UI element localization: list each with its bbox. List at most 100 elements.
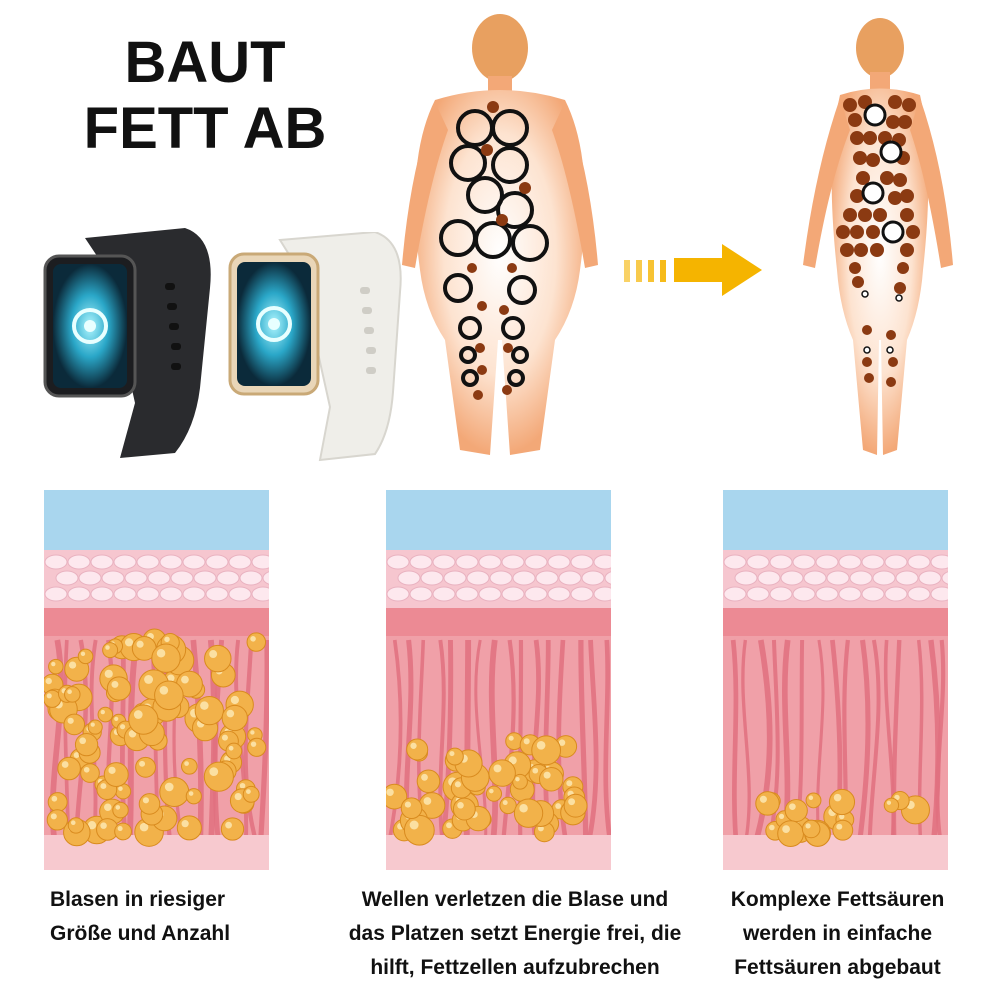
fat-cell xyxy=(400,797,423,819)
fat-cell xyxy=(832,819,854,841)
skin-cell xyxy=(769,586,793,602)
fat-cell xyxy=(97,706,114,723)
skin-cell xyxy=(501,586,525,602)
tissue-fiber xyxy=(750,639,773,851)
fat-cell-highlight xyxy=(230,695,239,705)
fat-cell xyxy=(135,756,156,778)
skin-cell xyxy=(723,586,747,602)
fat-cell xyxy=(112,801,129,819)
fat-cell xyxy=(47,792,68,813)
fat-cell-highlight xyxy=(45,677,52,685)
skin-cell xyxy=(159,554,183,570)
fat-cell-highlight xyxy=(886,800,892,805)
fat-cell xyxy=(445,747,464,766)
fat-cell-highlight xyxy=(519,803,528,813)
fat-cell-highlight xyxy=(73,752,80,758)
sky-layer xyxy=(723,490,948,550)
skin-cell xyxy=(570,554,594,570)
fat-cell-highlight xyxy=(446,822,452,829)
fat-cell-highlight xyxy=(449,751,455,757)
skin-cell xyxy=(147,570,171,586)
skin-panel-2 xyxy=(386,490,611,870)
fat-cell-highlight xyxy=(80,651,86,657)
tissue-fiber xyxy=(603,639,611,851)
skin-cell xyxy=(907,586,931,602)
fat-cell-highlight xyxy=(50,813,57,820)
skin-cell xyxy=(861,554,885,570)
skin-cell xyxy=(101,570,125,586)
fat-cell xyxy=(221,704,248,732)
fat-cell-highlight xyxy=(759,795,767,803)
fat-cell-highlight xyxy=(100,783,107,790)
skin-cell xyxy=(136,586,160,602)
skin-cell xyxy=(907,554,931,570)
fat-cell xyxy=(403,814,435,846)
skin-cell xyxy=(420,570,444,586)
skin-cell xyxy=(216,570,240,586)
fat-cell-highlight xyxy=(421,773,428,781)
fat-cell xyxy=(57,756,81,781)
fat-cell xyxy=(48,658,64,675)
fat-cell-highlight xyxy=(167,674,175,682)
fat-cell-highlight xyxy=(250,741,257,747)
fat-cell xyxy=(159,776,190,808)
fat-cell-highlight xyxy=(67,689,72,695)
skin-cell xyxy=(593,586,611,602)
skin-cell xyxy=(478,554,502,570)
tissue-fiber xyxy=(488,639,499,851)
fat-cell-highlight xyxy=(221,734,228,741)
caption-line: Komplexe Fettsäuren xyxy=(730,888,945,911)
caption-line: hilft, Fettzellen aufzubrechen xyxy=(370,956,660,979)
caption-panel-3: Komplexe Fettsäuren werden in einfache F… xyxy=(705,883,970,985)
body-figure-before xyxy=(390,10,610,465)
skin-cell xyxy=(44,586,68,602)
skin-cell xyxy=(455,586,479,602)
fat-cell-highlight xyxy=(209,650,218,658)
skin-cell xyxy=(593,554,611,570)
skin-cell xyxy=(67,586,91,602)
fat-cell xyxy=(777,820,804,848)
right-arrow-icon xyxy=(622,240,767,300)
fat-cell xyxy=(499,796,517,815)
skin-cell xyxy=(838,554,862,570)
fat-cell-highlight xyxy=(250,636,256,642)
fat-cell xyxy=(138,793,161,815)
skin-cell xyxy=(251,586,269,602)
base-layer xyxy=(723,835,948,870)
skin-cell xyxy=(501,554,525,570)
skin-panel-1 xyxy=(44,490,269,870)
fat-cell-highlight xyxy=(423,797,432,805)
skin-cell xyxy=(815,586,839,602)
skin-cell xyxy=(113,586,137,602)
skin-cell xyxy=(136,554,160,570)
fat-cell xyxy=(176,815,202,841)
tissue-fiber xyxy=(386,639,403,851)
skin-cell xyxy=(838,586,862,602)
caption-panel-2: Wellen verletzen die Blase und das Platz… xyxy=(335,883,695,985)
tissue-fiber xyxy=(438,639,446,851)
fat-cell-highlight xyxy=(139,760,146,767)
white-smart-band xyxy=(225,232,415,462)
fat-cell-highlight xyxy=(833,793,842,802)
fat-cell xyxy=(513,798,544,828)
skin-cell xyxy=(182,554,206,570)
skin-cell xyxy=(386,554,410,570)
skin-cell xyxy=(792,554,816,570)
fat-cell-highlight xyxy=(61,761,69,768)
fat-cell xyxy=(106,676,132,701)
fat-cell-highlight xyxy=(457,801,464,809)
caption-line: das Platzen setzt Energie frei, die xyxy=(348,922,682,945)
fat-cell xyxy=(805,792,822,809)
fat-cell xyxy=(485,785,503,802)
body-figure-after xyxy=(795,10,960,465)
fat-cell-highlight xyxy=(805,823,811,829)
fat-cell-highlight xyxy=(209,767,219,776)
skin-cell xyxy=(182,586,206,602)
skin-cell xyxy=(769,554,793,570)
skin-cell xyxy=(90,586,114,602)
fat-cell-highlight xyxy=(523,738,530,745)
fat-cell-highlight xyxy=(100,709,105,715)
tissue-fiber xyxy=(578,639,589,851)
skin-cell xyxy=(489,570,513,586)
fat-cell-highlight xyxy=(228,745,234,751)
